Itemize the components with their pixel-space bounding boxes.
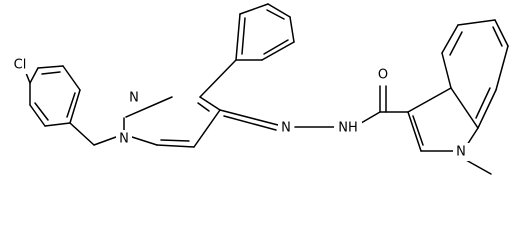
ch-n-bond — [219, 109, 279, 126]
pyrazole-n2-atom-label: N — [129, 91, 139, 106]
ch-n-double-bond — [223, 115, 277, 131]
indole-n-atom-label: N — [456, 145, 466, 160]
carbonyl-o-atom-label: O — [378, 68, 388, 83]
indole-benzene-ring — [441, 19, 509, 129]
atom-label-layer: Cl N N N NH O N — [7, 56, 469, 161]
chlorine-atom-label: Cl — [14, 58, 27, 73]
indole-pyrrole-ring — [407, 87, 479, 152]
n-methyl-bond — [465, 159, 492, 175]
chlorophenyl-ring — [29, 65, 81, 127]
cl-bond — [25, 72, 31, 84]
benzyl-ch2-bond — [69, 122, 95, 146]
pyrazole-n1-atom-label: N — [119, 132, 129, 147]
pyrazole-ring — [123, 96, 221, 148]
amide-nh-atom-label: NH — [338, 121, 358, 136]
bond-layer — [25, 3, 509, 175]
ch2-n1-bond — [93, 136, 117, 146]
imine-n-atom-label: N — [281, 121, 291, 136]
phenyl-ring — [199, 3, 295, 98]
chemical-structure-drawing: Cl N N N NH O N — [7, 3, 509, 175]
